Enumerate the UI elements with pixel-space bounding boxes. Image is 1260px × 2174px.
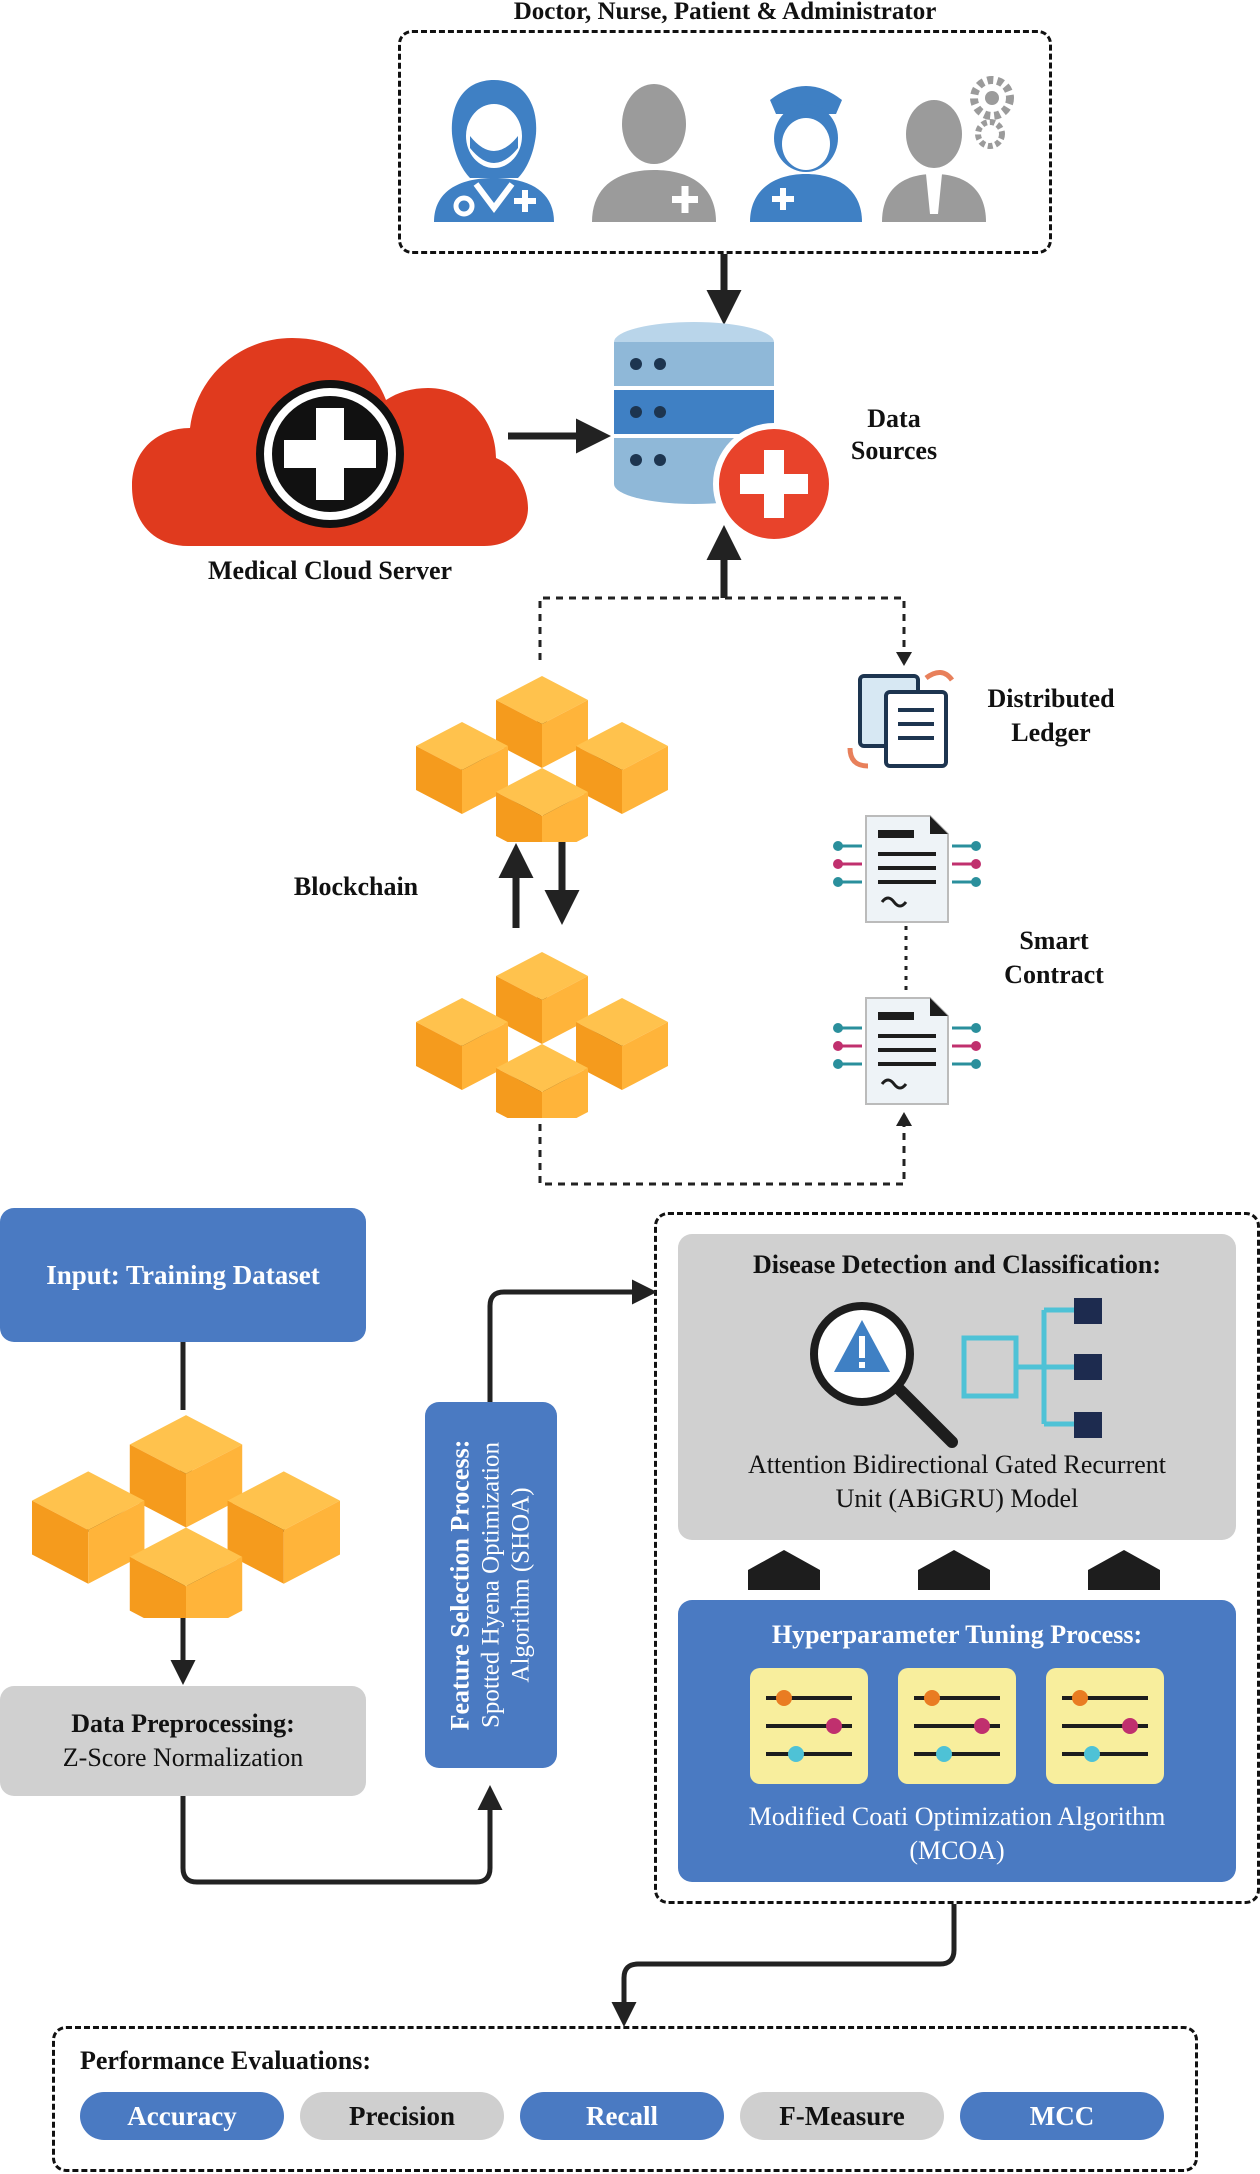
cube: [496, 676, 588, 768]
metric-precision: Precision: [300, 2092, 504, 2140]
doctor-female-icon: [434, 80, 554, 222]
detection-line2: Unit (ABiGRU) Model: [835, 1484, 1079, 1513]
performance-container: [52, 2026, 1198, 2172]
smart-contract-icon-bottom: [833, 997, 981, 1105]
cube: [129, 1415, 243, 1528]
magnifier-warning-icon: [810, 1302, 958, 1448]
feature-selection-line2: Algorithm (SHOA): [507, 1487, 535, 1683]
contract-label-line1: Smart: [1019, 926, 1089, 955]
slider-card-3: [1046, 1668, 1164, 1784]
up-arrow-3: [1088, 1550, 1160, 1590]
cube: [496, 1044, 588, 1118]
feature-selection-line1: Spotted Hyena Optimization: [477, 1441, 505, 1729]
preprocessing-box: Data Preprocessing: Z-Score Normalizatio…: [0, 1686, 366, 1796]
arrow-preprocess-to-feature: [180, 1785, 503, 1885]
performance-title: Performance Evaluations:: [80, 2046, 372, 2075]
cube: [496, 768, 588, 842]
metric-accuracy: Accuracy: [80, 2092, 284, 2140]
tuning-line2: (MCOA): [909, 1836, 1005, 1865]
cloud-label: Medical Cloud Server: [207, 556, 453, 585]
ledger-label-line2: Ledger: [1011, 718, 1091, 747]
up-arrow-1: [748, 1550, 820, 1590]
slider-card-2: [898, 1668, 1016, 1784]
cube: [227, 1471, 340, 1584]
input-dataset-label: Input: Training Dataset: [46, 1259, 320, 1290]
blockchain-label: Blockchain: [293, 872, 419, 901]
blockchain-cubes-bottom: [416, 952, 668, 1118]
input-dataset-box: Input: Training Dataset: [0, 1208, 366, 1342]
cube: [416, 998, 508, 1090]
metric-f-measure: F-Measure: [740, 2092, 944, 2140]
cube: [496, 952, 588, 1044]
cube: [32, 1471, 145, 1584]
detection-box: [678, 1234, 1236, 1540]
up-arrow-2: [918, 1550, 990, 1590]
slider-card-1: [750, 1668, 868, 1784]
database-icon: [614, 322, 835, 544]
contract-label-line2: Contract: [1004, 960, 1104, 989]
dashed-link-bottom: [538, 1098, 906, 1186]
tuning-line1: Modified Coati Optimization Algorithm: [748, 1802, 1166, 1831]
feature-selection-text: Feature Selection Process: Spotted Hyena…: [445, 1405, 538, 1765]
training-cubes: [32, 1415, 340, 1618]
cube: [576, 998, 668, 1090]
datasources-label-line2: Sources: [850, 436, 938, 465]
patient-icon: [592, 84, 716, 222]
nurse-icon: [750, 86, 862, 222]
detection-line1: Attention Bidirectional Gated Recurrent: [747, 1450, 1167, 1479]
metric-mcc: MCC: [960, 2092, 1164, 2140]
blockchain-cubes-top: [416, 676, 668, 842]
medical-cloud-icon: [132, 338, 528, 546]
arrow-feature-to-model: [487, 1279, 657, 1402]
ledger-icon: [847, 670, 955, 769]
cube: [129, 1527, 243, 1618]
users-title: Doctor, Nurse, Patient & Administrator: [513, 0, 937, 25]
administrator-icon: [882, 76, 1014, 222]
users-container: [398, 30, 1052, 254]
preprocessing-subtitle: Z-Score Normalization: [62, 1743, 304, 1772]
cube: [416, 722, 508, 814]
tree-structure-icon: [961, 1298, 1102, 1438]
smart-contract-icon-top: [833, 815, 981, 923]
feature-selection-box: Feature Selection Process: Spotted Hyena…: [425, 1402, 557, 1768]
preprocessing-title: Data Preprocessing:: [71, 1709, 295, 1738]
up-arrows-row: [748, 1550, 1160, 1590]
feature-selection-title: Feature Selection Process:: [445, 1439, 475, 1731]
detection-title: Disease Detection and Classification:: [752, 1250, 1161, 1279]
ledger-label-line1: Distributed: [987, 684, 1115, 713]
model-container: [654, 1212, 1260, 1904]
datasources-label-line1: Data: [867, 404, 921, 433]
arrow-model-to-performance: [611, 1904, 957, 2027]
tuning-title: Hyperparameter Tuning Process:: [771, 1620, 1143, 1649]
metric-recall: Recall: [520, 2092, 724, 2140]
cube: [576, 722, 668, 814]
dashed-link-top: [538, 596, 906, 660]
